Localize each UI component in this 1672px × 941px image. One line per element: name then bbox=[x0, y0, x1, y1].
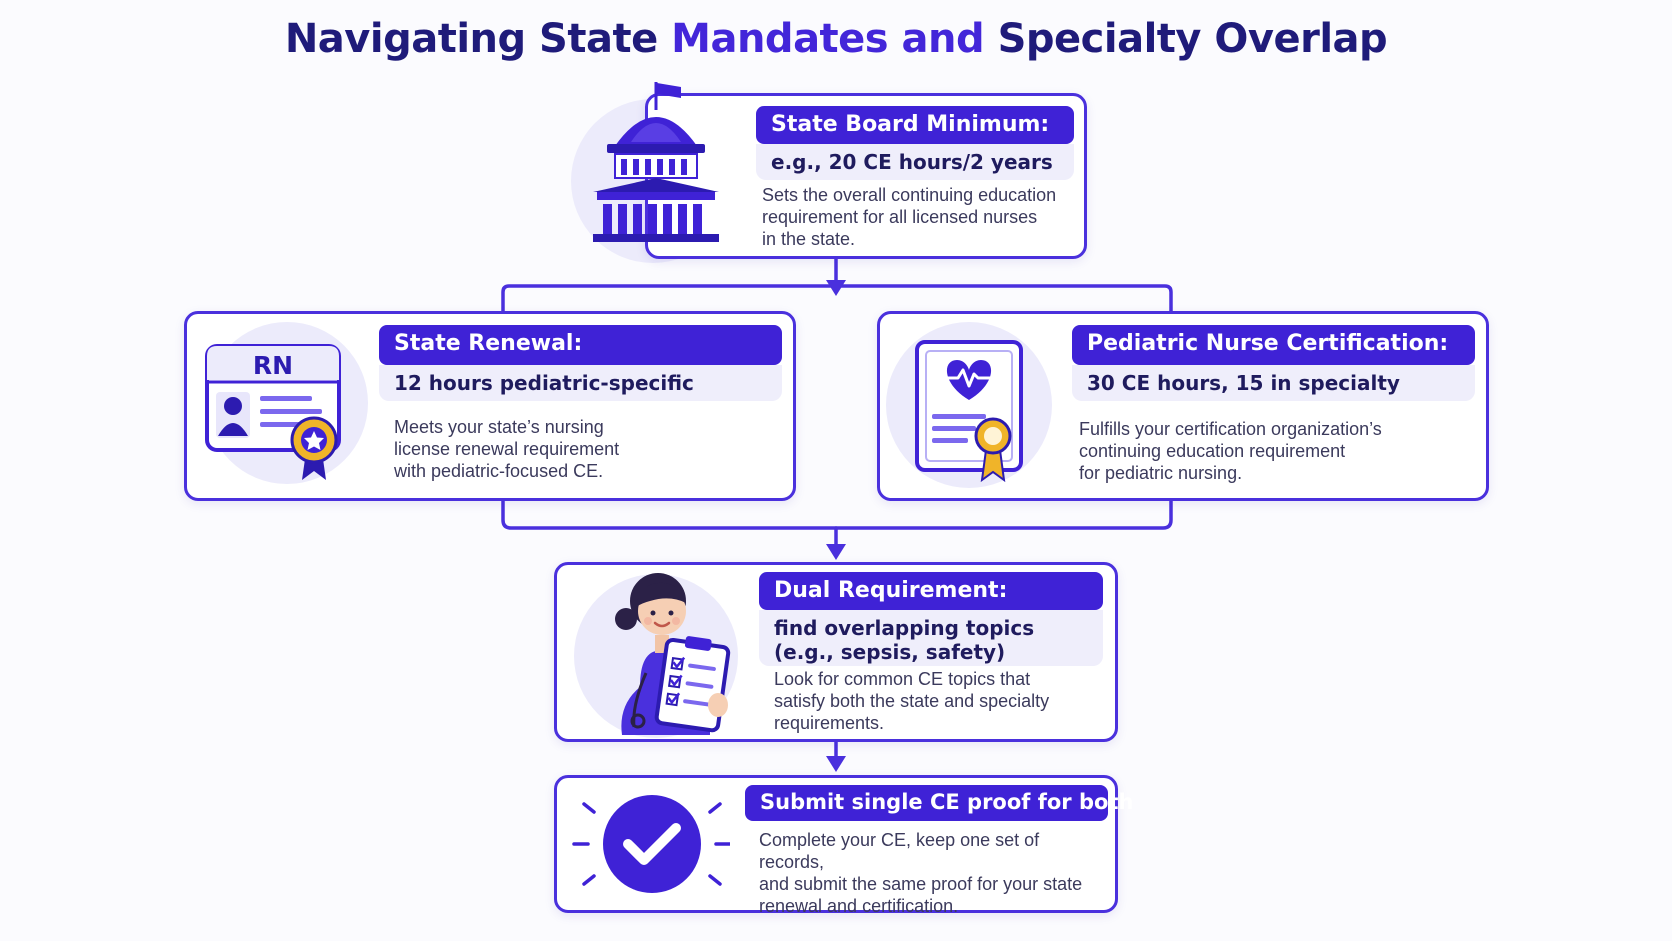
state-renewal-description: Meets your state’s nursing license renew… bbox=[394, 416, 774, 482]
description-line: Sets the overall continuing education bbox=[762, 185, 1057, 205]
arrowhead-merge bbox=[826, 544, 846, 560]
description-line: satisfy both the state and specialty bbox=[774, 691, 1050, 711]
description-line: continuing education requirement bbox=[1079, 441, 1346, 461]
dual-highlight: find overlapping topics (e.g., sepsis, s… bbox=[759, 610, 1103, 666]
state-renewal-label: State Renewal: bbox=[379, 325, 782, 365]
title-part-2: Mandates and bbox=[671, 16, 998, 62]
description-line: in the state. bbox=[762, 229, 856, 249]
state-board-highlight: e.g., 20 CE hours/2 years bbox=[756, 144, 1074, 180]
rn-license-card-icon: RN bbox=[205, 344, 341, 480]
state-renewal-highlight: 12 hours pediatric-specific bbox=[379, 365, 782, 401]
description-line: renewal and certification. bbox=[759, 896, 959, 916]
description-line: Complete your CE, keep one set of record… bbox=[759, 830, 1040, 872]
description-line: Meets your state’s nursing bbox=[394, 417, 604, 437]
page-title: Navigating State Mandates and Specialty … bbox=[0, 16, 1672, 62]
pediatric-cert-highlight: 30 CE hours, 15 in specialty bbox=[1072, 365, 1475, 401]
pediatric-cert-description: Fulfills your certification organization… bbox=[1079, 418, 1479, 484]
capitol-building-icon bbox=[593, 82, 719, 242]
description-line: for pediatric nursing. bbox=[1079, 463, 1243, 483]
description-line: and submit the same proof for your state bbox=[759, 874, 1083, 894]
rn-badge-text: RN bbox=[253, 351, 293, 380]
connector-bottom-merge bbox=[501, 498, 1173, 530]
submit-label: Submit single CE proof for both bbox=[745, 785, 1133, 821]
certificate-heart-icon bbox=[915, 340, 1023, 483]
description-line: with pediatric-focused CE. bbox=[394, 461, 604, 481]
arrowhead-top bbox=[826, 280, 846, 296]
title-part-3: Specialty Overlap bbox=[997, 16, 1388, 62]
state-board-label: State Board Minimum: bbox=[756, 106, 1074, 144]
checkmark-icon bbox=[572, 795, 730, 893]
description-line: requirements. bbox=[774, 713, 885, 733]
dual-description: Look for common CE topics that satisfy b… bbox=[774, 668, 1104, 734]
arrowhead-dual bbox=[826, 756, 846, 772]
highlight-line: (e.g., sepsis, safety) bbox=[774, 640, 1006, 664]
dual-label: Dual Requirement: bbox=[759, 572, 1103, 610]
submit-description: Complete your CE, keep one set of record… bbox=[759, 829, 1109, 917]
description-line: license renewal requirement bbox=[394, 439, 620, 459]
title-part-1: Navigating State bbox=[284, 16, 672, 62]
nurse-clipboard-icon bbox=[615, 573, 731, 735]
description-line: requirement for all licensed nurses bbox=[762, 207, 1038, 227]
pediatric-cert-label: Pediatric Nurse Certification: bbox=[1072, 325, 1475, 365]
description-line: Fulfills your certification organization… bbox=[1079, 419, 1382, 439]
highlight-line: find overlapping topics bbox=[774, 616, 1035, 640]
description-line: Look for common CE topics that bbox=[774, 669, 1031, 689]
state-board-description: Sets the overall continuing education re… bbox=[762, 184, 1077, 250]
